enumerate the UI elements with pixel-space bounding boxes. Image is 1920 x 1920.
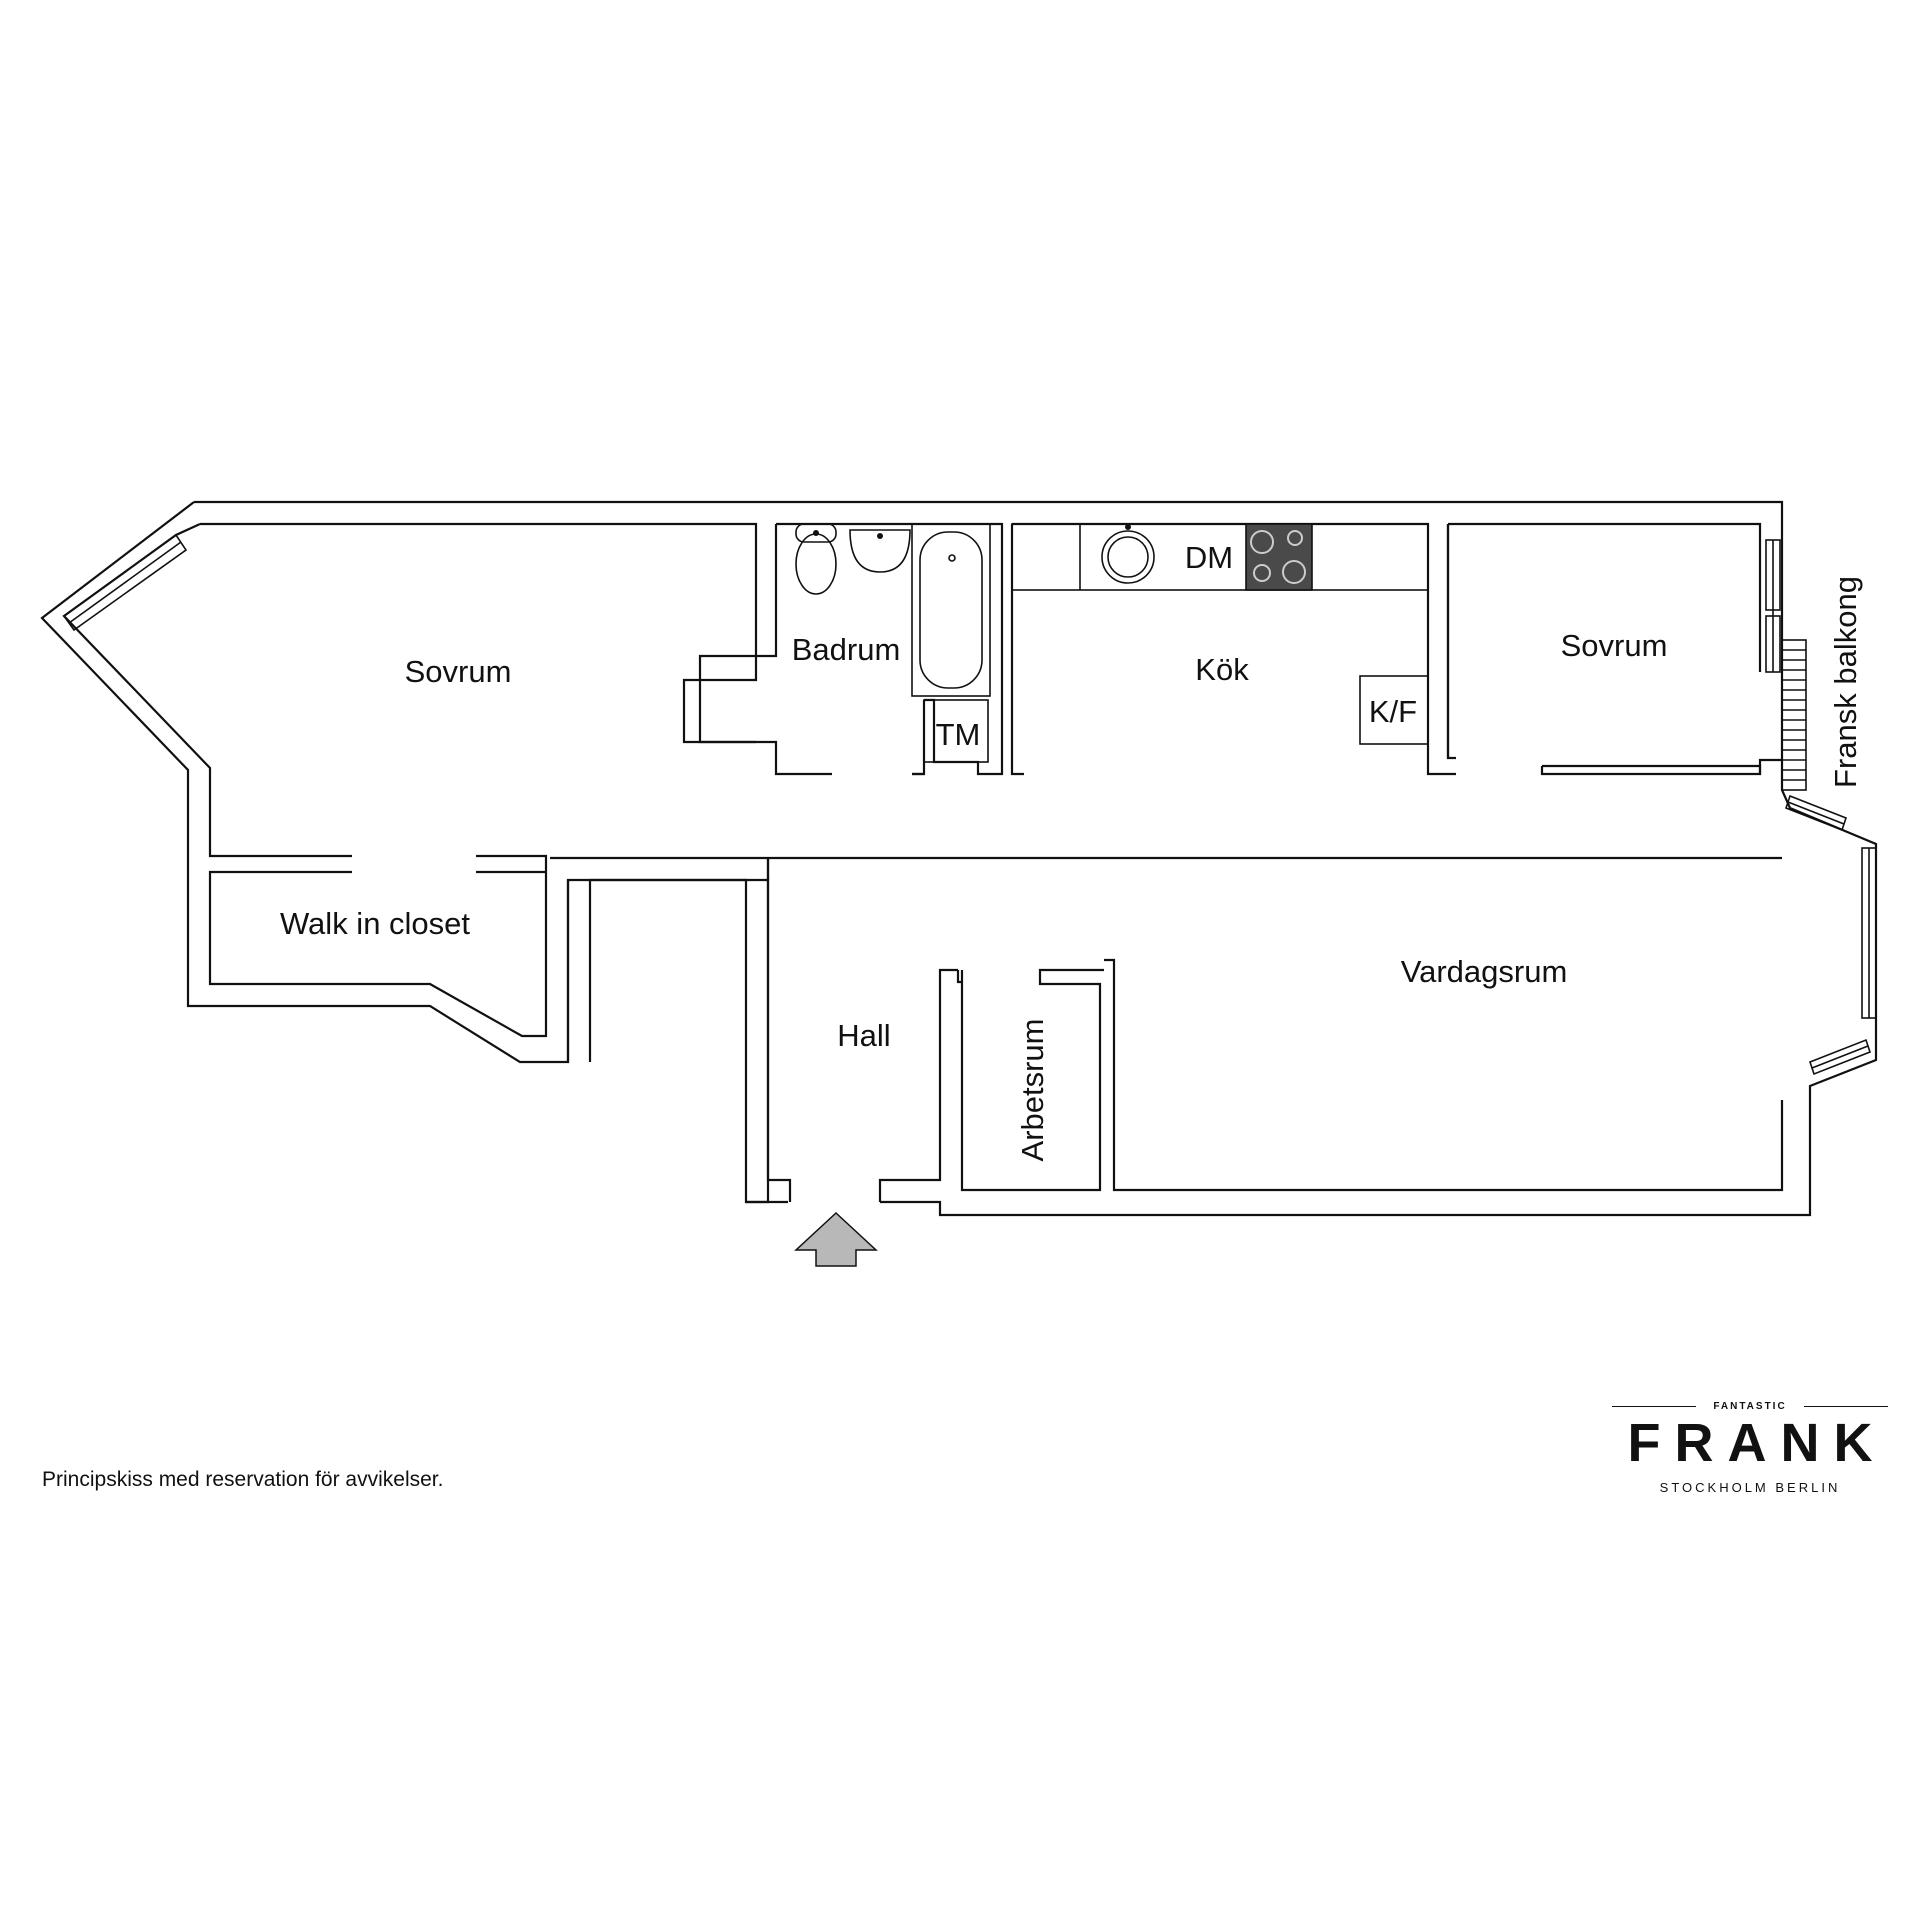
window-left	[62, 533, 188, 632]
label-dm: DM	[1185, 540, 1233, 575]
label-fransk-balkong: Fransk balkong	[1828, 576, 1863, 788]
label-kf: K/F	[1369, 694, 1417, 729]
label-hall: Hall	[837, 1018, 890, 1053]
logo-rule-right	[1804, 1406, 1888, 1407]
label-badrum: Badrum	[792, 632, 901, 667]
outer-walls	[40, 500, 1878, 1217]
label-sovrum-left: Sovrum	[405, 654, 512, 689]
window-right-top	[1765, 539, 1781, 673]
label-vardagsrum: Vardagsrum	[1401, 954, 1568, 989]
window-bay-bottom	[1809, 1038, 1871, 1076]
kitchen-sink-icon	[1101, 524, 1155, 584]
label-tm: TM	[936, 717, 981, 752]
window-bay-middle	[1861, 847, 1877, 1019]
logo-top-text: FANTASTIC	[1713, 1401, 1787, 1412]
disclaimer-text: Principskiss med reservation för avvikel…	[42, 1468, 444, 1491]
stove-icon	[1245, 523, 1313, 591]
label-kok: Kök	[1195, 652, 1249, 687]
french-balcony-icon	[1781, 639, 1807, 791]
logo-main-text: FRANK	[1627, 1413, 1887, 1473]
entrance-arrow-icon	[794, 1211, 878, 1267]
window-bay-top	[1785, 794, 1847, 832]
kitchen-walls	[1010, 522, 1456, 776]
logo-rule-left	[1612, 1406, 1696, 1407]
brand-logo: FANTASTIC FRANK STOCKHOLM BERLIN	[1612, 1396, 1888, 1495]
toilet-icon	[795, 523, 837, 595]
bathroom-walls	[698, 522, 1004, 776]
label-arbetsrum: Arbetsrum	[1015, 1019, 1050, 1162]
hall-walls	[550, 856, 1784, 1204]
label-walk-in-closet: Walk in closet	[280, 906, 470, 941]
logo-sub-text: STOCKHOLM BERLIN	[1659, 1480, 1841, 1495]
sink-icon	[849, 529, 911, 573]
bedroom-right-walls	[1446, 522, 1782, 776]
logo-top-row: FANTASTIC	[1612, 1396, 1888, 1416]
label-sovrum-right: Sovrum	[1561, 628, 1668, 663]
bathtub-icon	[911, 523, 991, 697]
